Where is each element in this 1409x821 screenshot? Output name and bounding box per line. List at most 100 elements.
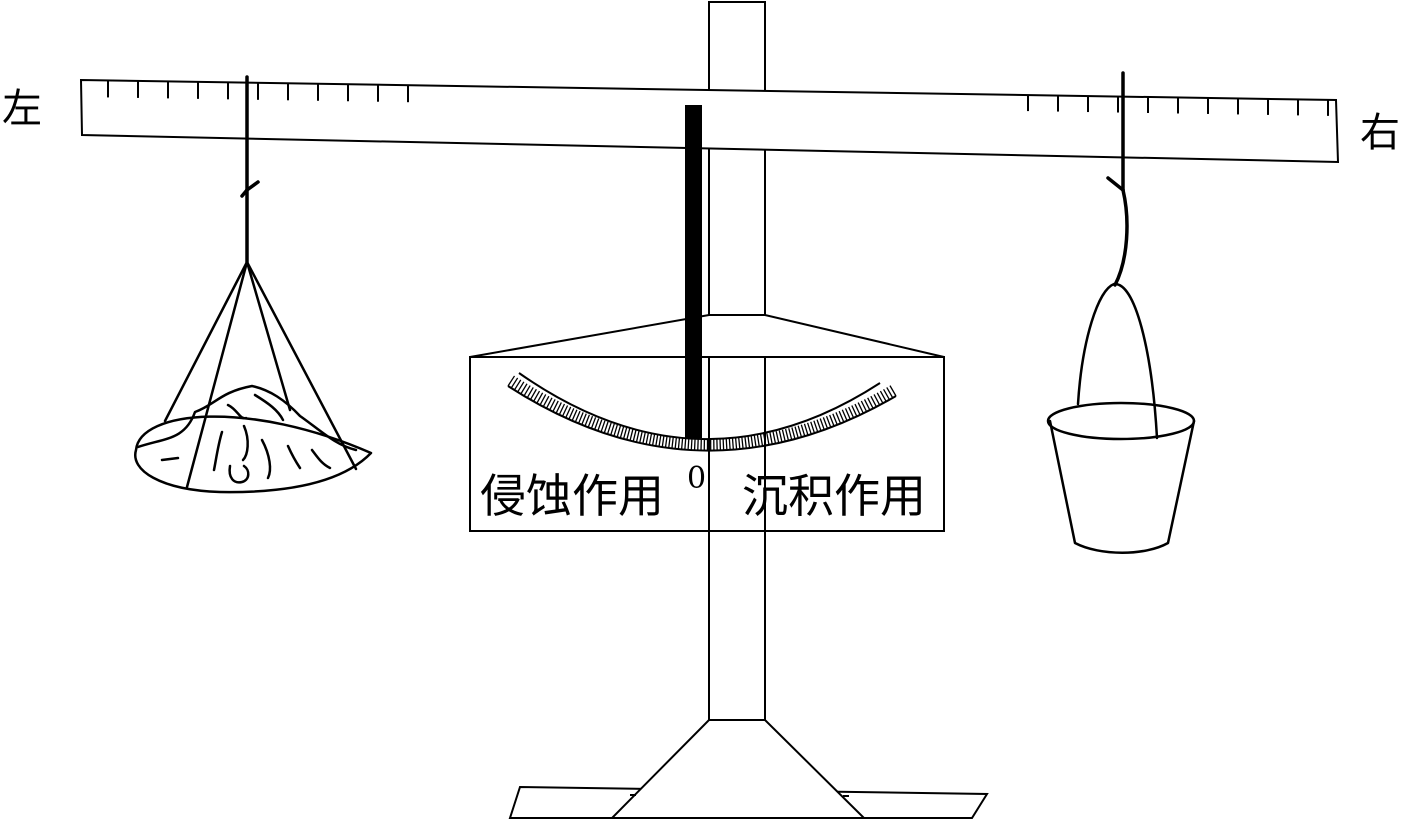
tick-mark — [728, 437, 731, 450]
tick-mark — [794, 426, 799, 439]
tick-mark — [747, 436, 751, 449]
tick-mark — [867, 397, 874, 409]
tick-mark — [577, 412, 584, 424]
tick-mark — [803, 423, 809, 436]
tick-mark — [648, 433, 653, 446]
tick-mark — [597, 419, 603, 432]
tick-mark — [655, 434, 659, 447]
balance-beam — [79, 78, 1340, 164]
tick-mark — [889, 385, 897, 397]
tick-mark — [684, 437, 687, 450]
gauge-needle — [685, 105, 702, 438]
tick-mark — [593, 418, 600, 430]
tick-mark — [854, 403, 861, 416]
tick-mark — [629, 428, 634, 441]
tick-mark — [642, 431, 646, 444]
tick-mark — [819, 418, 825, 431]
tick-mark — [873, 394, 881, 406]
tick-mark — [788, 428, 793, 441]
tick-mark — [645, 432, 650, 445]
tick-mark — [565, 406, 572, 419]
tick-mark — [677, 437, 681, 450]
tick-mark — [693, 438, 696, 451]
tick-mark — [561, 405, 569, 417]
tick-mark — [526, 387, 534, 399]
tick-mark — [635, 430, 640, 443]
tick-mark — [813, 420, 819, 433]
tick-mark — [766, 433, 770, 446]
tick-mark — [619, 426, 625, 439]
tick-mark — [838, 410, 845, 423]
tick-mark — [680, 437, 684, 450]
left-side-label: 左 — [2, 86, 42, 132]
tick-mark — [552, 400, 559, 412]
tick-mark — [886, 387, 894, 399]
tick-mark — [587, 415, 594, 428]
tick-mark — [781, 429, 786, 442]
tick-mark — [816, 419, 822, 432]
tick-mark — [806, 422, 812, 435]
tick-mark — [606, 422, 612, 435]
gauge-panel — [469, 314, 945, 532]
tick-mark — [753, 435, 757, 448]
tick-mark — [658, 434, 662, 447]
tick-mark — [870, 395, 877, 408]
tick-mark — [722, 438, 725, 451]
gauge-arc-ticks — [507, 375, 897, 451]
tick-mark — [536, 392, 544, 404]
tick-mark — [545, 397, 553, 409]
tick-mark — [772, 431, 777, 444]
tick-mark — [571, 409, 578, 421]
sediment-basket-icon — [134, 75, 373, 494]
tick-mark — [784, 428, 790, 441]
tick-mark — [725, 438, 728, 451]
tick-mark — [690, 438, 693, 451]
tick-mark — [626, 428, 631, 441]
tick-mark — [581, 413, 587, 426]
tick-mark — [687, 437, 690, 450]
tick-mark — [844, 408, 851, 420]
zero-mark-label: 0 — [687, 461, 706, 496]
water-bucket-icon — [1046, 71, 1196, 554]
tick-mark — [651, 433, 656, 446]
tick-mark — [671, 436, 674, 449]
right-side-label: 右 — [1360, 110, 1400, 156]
tick-mark — [520, 383, 528, 395]
balance-base — [508, 719, 989, 819]
tick-mark — [778, 430, 783, 443]
tick-mark — [841, 409, 848, 422]
tick-mark — [734, 437, 738, 450]
tick-mark — [558, 403, 566, 416]
tick-mark — [759, 434, 764, 447]
tick-mark — [574, 410, 581, 423]
tick-mark — [769, 432, 773, 445]
tick-mark — [775, 431, 780, 444]
tick-mark — [741, 436, 744, 449]
tick-mark — [674, 436, 678, 449]
tick-mark — [863, 399, 871, 411]
tick-mark — [744, 436, 747, 449]
tick-mark — [549, 399, 556, 411]
tick-mark — [756, 434, 760, 447]
tick-mark — [523, 385, 531, 397]
tick-mark — [661, 435, 665, 448]
tick-mark — [829, 414, 835, 427]
tick-mark — [610, 423, 615, 436]
tick-mark — [507, 375, 516, 387]
tick-mark — [568, 408, 575, 420]
tick-mark — [825, 415, 832, 428]
beam-ticks-left — [107, 80, 409, 103]
tick-mark — [622, 427, 628, 440]
tick-mark — [791, 427, 796, 440]
tick-mark — [738, 437, 741, 450]
tick-mark — [668, 436, 671, 449]
tick-mark — [542, 395, 550, 408]
tick-mark — [613, 424, 619, 437]
tick-mark — [851, 405, 858, 417]
tick-mark — [584, 414, 590, 427]
tick-mark — [750, 435, 754, 448]
tick-mark — [603, 421, 609, 434]
tick-mark — [529, 388, 537, 400]
erosion-label: 侵蚀作用 — [480, 469, 664, 523]
